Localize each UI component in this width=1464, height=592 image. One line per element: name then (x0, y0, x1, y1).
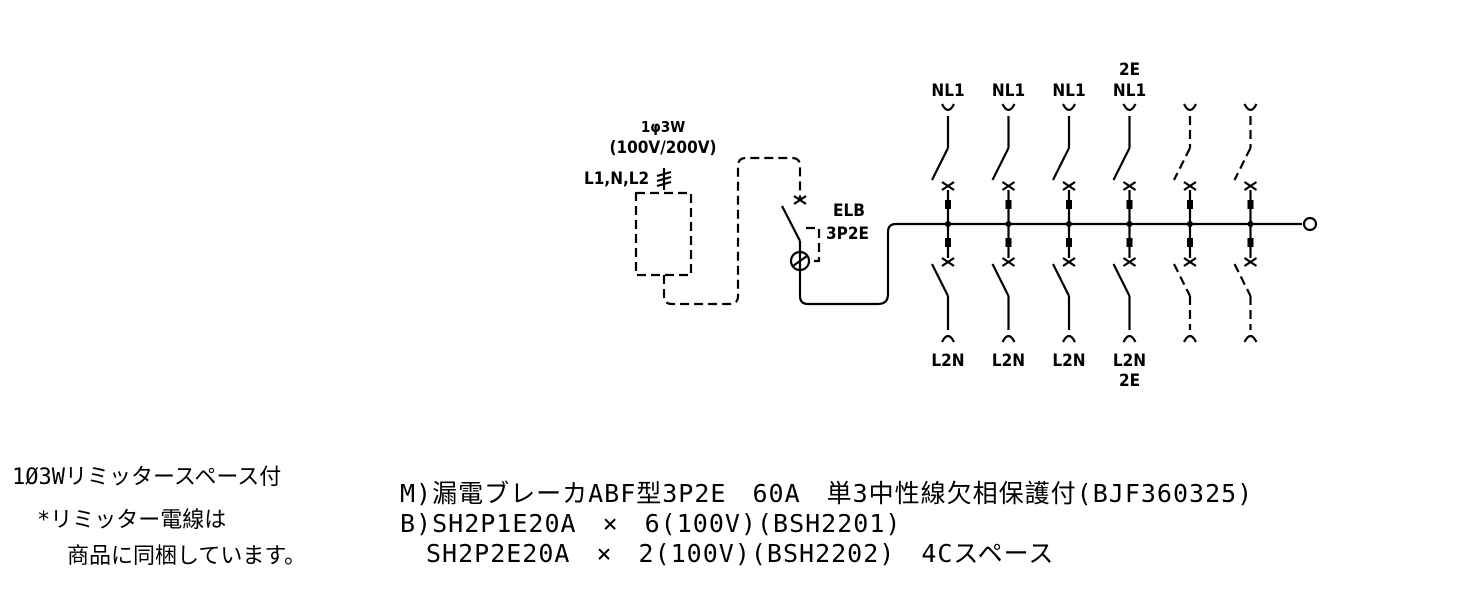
bottom-switch-blade (1233, 263, 1252, 297)
elb-type-label: 3P2E (826, 224, 869, 244)
top-phase-label: NL1 (931, 81, 964, 101)
bottom-switch-blade (1112, 263, 1131, 297)
top-switch-blade (931, 147, 949, 181)
top-contact-icon (1183, 181, 1197, 191)
top-terminal-icon (1001, 103, 1016, 112)
supply-phase-label: 1φ3W (641, 118, 685, 136)
bottom-switch-blade (1052, 263, 1070, 297)
bottom-contact-icon (1243, 257, 1258, 267)
limiter-note-line1: 1Ø3Wリミッタースペース付 (12, 465, 282, 490)
bottom-terminal-icon (1122, 334, 1137, 343)
top-fuse-mark (1187, 200, 1193, 209)
bottom-contact-icon (1001, 257, 1016, 267)
top-switch-blade (991, 147, 1010, 181)
bottom-phase-label: L2N (1052, 351, 1085, 371)
elb-name-label: ELB (833, 201, 865, 221)
elb-output-wire (798, 222, 1302, 306)
bottom-switch-blade (931, 263, 949, 297)
branch-breaker-5 (1173, 103, 1197, 343)
top-phase-label: NL1 (992, 81, 1025, 101)
top-phase-label: NL1 (1113, 81, 1146, 101)
bottom-phase-label: L2N (931, 351, 964, 371)
bus-junction-dot (945, 221, 951, 227)
branch-breaker-6 (1233, 103, 1258, 343)
limiter-note-line3: 商品に同梱しています。 (67, 544, 307, 569)
top-terminal-icon (1062, 103, 1076, 112)
three-conductor-tick-icon (656, 168, 672, 190)
elb-trip-dashed (806, 226, 821, 263)
bottom-phase-label: L2N (992, 351, 1025, 371)
top-switch-blade (1233, 147, 1252, 181)
limiter-note-line2: *リミッター電線は (37, 508, 227, 533)
top-contact-icon (1243, 181, 1258, 191)
top-phase-label: NL1 (1052, 81, 1085, 101)
elb-switch-blade (781, 205, 801, 242)
bottom-terminal-icon (941, 334, 955, 343)
top-fuse-mark (1126, 200, 1133, 209)
top-contact-icon (941, 181, 955, 191)
top-terminal-icon (941, 103, 955, 112)
bottom-contact-icon (941, 257, 955, 267)
bottom-fuse-mark (1005, 238, 1012, 247)
bottom-fuse-mark (1187, 238, 1193, 247)
bottom-phase-label: L2N (1113, 351, 1146, 371)
bus-junction-dot (1066, 221, 1072, 227)
bottom-switch-blade (1173, 263, 1191, 297)
bus-junction-dot (1187, 221, 1193, 227)
bus-junction-dot (1126, 221, 1133, 227)
bus-junction-dot (1005, 221, 1012, 227)
top-switch-blade (1173, 147, 1191, 181)
bottom-fuse-mark (945, 238, 951, 247)
top-extra-label: 2E (1119, 60, 1140, 80)
elb-top-contact-icon (793, 195, 807, 205)
top-fuse-mark (945, 200, 951, 209)
limiter-space-box (634, 191, 693, 277)
top-switch-blade (1052, 147, 1070, 181)
bottom-switch-blade (991, 263, 1010, 297)
bottom-terminal-icon (1183, 334, 1197, 343)
top-fuse-mark (1066, 200, 1072, 209)
bottom-fuse-mark (1126, 238, 1133, 247)
bottom-terminal-icon (1001, 334, 1016, 343)
top-fuse-mark (1005, 200, 1012, 209)
spec-main-breaker: M)漏電ブレーカABF型3P2E 60A 単3中性線欠相保護付(BJF36032… (400, 479, 1254, 508)
supply-conductors-label: L1,N,L2 (584, 169, 649, 189)
top-contact-icon (1001, 181, 1016, 191)
top-terminal-icon (1122, 103, 1137, 112)
bottom-extra-label: 2E (1119, 371, 1140, 391)
supply-voltage-label: (100V/200V) (609, 138, 716, 158)
top-terminal-icon (1243, 103, 1258, 112)
bottom-fuse-mark (1247, 238, 1254, 247)
busbar-terminal-icon (1302, 216, 1318, 232)
bottom-contact-icon (1122, 257, 1137, 267)
bottom-contact-icon (1062, 257, 1076, 267)
top-switch-blade (1112, 147, 1131, 181)
bus-junction-dot (1247, 221, 1254, 227)
spec-branch-1e: B)SH2P1E20A × 6(100V)(BSH2201) (400, 509, 902, 538)
top-contact-icon (1122, 181, 1137, 191)
top-fuse-mark (1247, 200, 1254, 209)
bottom-contact-icon (1183, 257, 1197, 267)
bottom-terminal-icon (1062, 334, 1076, 343)
top-contact-icon (1062, 181, 1076, 191)
top-terminal-icon (1183, 103, 1197, 112)
bottom-terminal-icon (1243, 334, 1258, 343)
limiter-dashed-wire (662, 156, 802, 306)
spec-branch-2e: SH2P2E20A × 2(100V)(BSH2202) 4Cスペース (400, 539, 1055, 568)
bottom-fuse-mark (1066, 238, 1072, 247)
